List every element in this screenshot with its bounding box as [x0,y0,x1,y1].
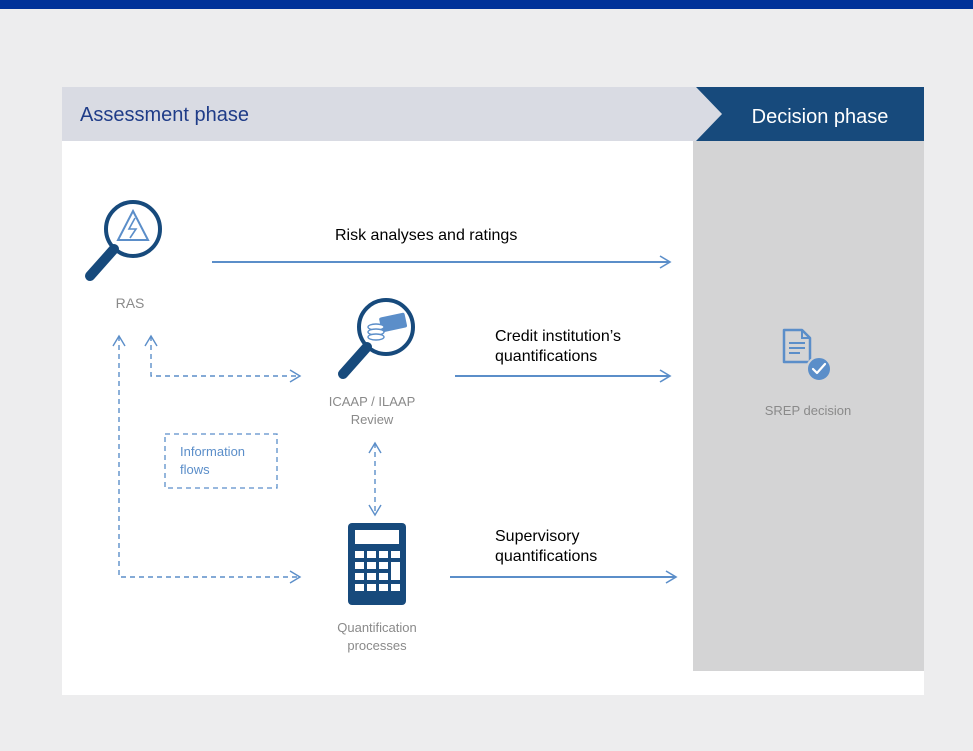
document-check-icon [782,328,832,382]
information-flows-line1: Information [180,444,245,459]
quantification-label-line1: Quantification [337,620,417,635]
srep-decision-label: SREP decision [765,403,851,418]
information-flows-box [164,433,278,489]
icaap-label-line2: Review [351,412,394,427]
ras-quantification-dashed-arrow [112,334,302,584]
supervisory-flow-label-line1: Supervisory [495,528,579,545]
quantification-label-line2: processes [347,638,407,653]
magnifier-warning-icon [85,200,162,281]
risk-flow-label: Risk analyses and ratings [335,227,517,244]
assessment-phase-title: Assessment phase [80,104,249,126]
credit-flow-label-line2: quantifications [495,348,597,365]
credit-flow-label-line1: Credit institution’s [495,328,621,345]
decision-phase-bar [696,87,924,141]
ras-label: RAS [116,295,145,311]
magnifier-money-icon [338,298,415,379]
information-flows-line2: flows [180,462,210,477]
calculator-icon [348,523,406,605]
decision-phase-title: Decision phase [752,106,889,128]
top-accent-bar [0,0,973,9]
supervisory-flow-label-line2: quantifications [495,548,597,565]
decision-phase-panel [693,141,924,671]
assessment-phase-bar [62,87,722,141]
icaap-label-line1: ICAAP / ILAAP [329,394,415,409]
